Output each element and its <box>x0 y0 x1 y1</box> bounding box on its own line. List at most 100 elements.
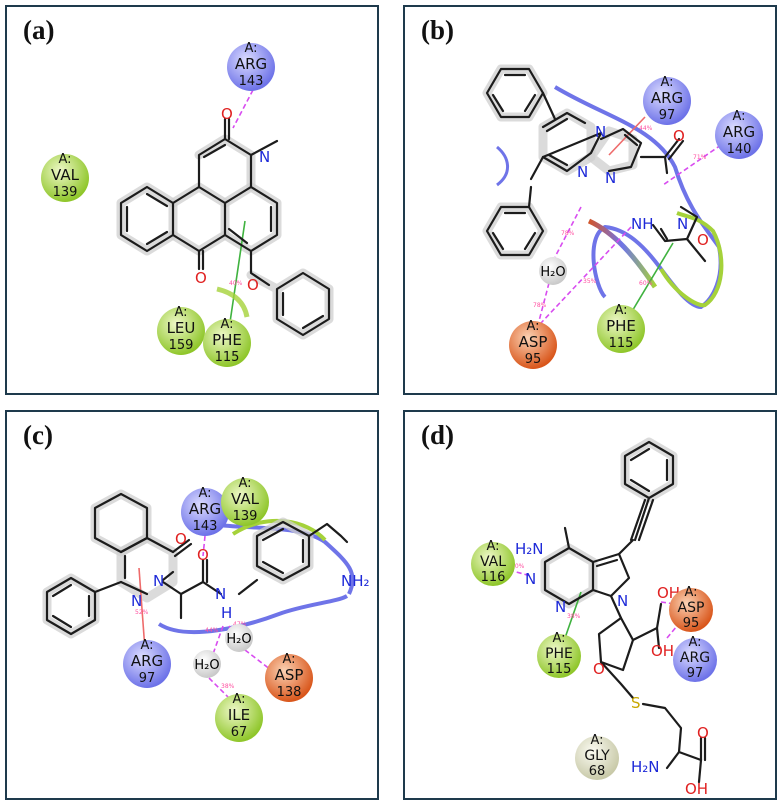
water-c1: H₂O <box>193 650 221 678</box>
molecule-c <box>45 492 349 636</box>
panel-label-b: (b) <box>421 15 454 45</box>
pocket-contour-low-c <box>157 594 349 635</box>
atom-oh-acid: OH <box>685 780 708 798</box>
residue-arg140: A: ARG 140 <box>715 109 763 159</box>
pct-label: 44% <box>639 125 653 132</box>
atom-oh: OH <box>651 642 674 660</box>
pct-label: 38% <box>221 683 235 690</box>
svg-text:A:: A: <box>486 539 499 554</box>
diagram-d: 30% 38% H₂N N <box>471 437 717 798</box>
svg-text:140: 140 <box>727 142 752 157</box>
pct-label-phe: 40% <box>229 280 243 287</box>
molecule-b <box>485 67 707 263</box>
atom-n: N <box>617 592 628 610</box>
svg-text:A:: A: <box>238 476 251 491</box>
residue-asp95: A: ASP 95 <box>509 319 557 369</box>
hbond-asp138 <box>244 649 272 671</box>
svg-text:PHE: PHE <box>212 331 242 349</box>
hbond-water-top <box>554 206 582 258</box>
svg-text:ARG: ARG <box>131 652 163 670</box>
svg-text:ARG: ARG <box>680 650 710 666</box>
atom-n: N <box>153 572 164 590</box>
panel-label-c: (c) <box>23 420 53 450</box>
svg-text:VAL: VAL <box>51 166 80 184</box>
atom-n: N <box>555 598 566 616</box>
svg-text:H₂O: H₂O <box>194 658 219 673</box>
pct-label: 60% <box>639 280 653 287</box>
atom-h: H <box>221 604 232 622</box>
svg-text:67: 67 <box>231 725 248 740</box>
panel-d: (d) 30% 38% <box>403 410 777 800</box>
pocket-contour-left-b <box>495 145 509 187</box>
svg-text:A:: A: <box>220 317 233 332</box>
svg-text:A:: A: <box>688 635 701 650</box>
svg-text:ASP: ASP <box>275 666 304 684</box>
residue-leu159: A: LEU 159 <box>157 305 205 355</box>
svg-text:PHE: PHE <box>606 317 636 335</box>
svg-text:97: 97 <box>659 108 676 123</box>
svg-text:ASP: ASP <box>678 600 705 616</box>
residue-arg143: A: ARG 143 <box>227 41 275 91</box>
svg-text:97: 97 <box>139 671 156 686</box>
atom-n: N <box>605 169 616 187</box>
atom-s: S <box>631 694 641 712</box>
svg-text:115: 115 <box>215 350 240 365</box>
svg-text:A:: A: <box>732 109 745 124</box>
residue-val116: A: VAL 116 <box>471 539 515 586</box>
svg-text:H₂O: H₂O <box>226 632 251 647</box>
svg-text:A:: A: <box>244 41 257 56</box>
svg-text:ARG: ARG <box>723 123 755 141</box>
hbond-arg140 <box>662 144 722 186</box>
panel-b: (b) 44% 71% 78% 78% 35% 60% <box>403 5 777 395</box>
atom-n: N <box>259 148 270 166</box>
svg-text:A:: A: <box>140 638 153 653</box>
svg-text:A:: A: <box>590 733 603 748</box>
panel-label-d: (d) <box>421 420 454 450</box>
panel-label-a: (a) <box>23 15 55 45</box>
atom-n: N <box>677 215 688 233</box>
molecule-halo-c <box>42 489 314 639</box>
svg-text:A:: A: <box>198 486 211 501</box>
molecule-halo-a <box>116 134 334 340</box>
svg-text:143: 143 <box>193 519 218 534</box>
svg-text:95: 95 <box>683 616 700 631</box>
residue-phe115: A: PHE 115 <box>597 303 645 353</box>
hbond-water1 <box>212 625 224 655</box>
panel-a: (a) 40% 40% <box>5 5 379 395</box>
hbond-arg143 <box>202 535 206 557</box>
atom-o: O <box>195 269 207 287</box>
exposure-arc-a <box>216 286 250 318</box>
svg-text:A:: A: <box>614 303 627 318</box>
atom-o: O <box>697 231 709 249</box>
svg-text:A:: A: <box>684 585 697 600</box>
residue-arg97: A: ARG 97 <box>123 638 171 688</box>
pct-label: 52% <box>135 609 149 616</box>
atom-nh2: NH₂ <box>341 572 370 590</box>
residue-arg143: A: ARG 143 <box>181 486 229 536</box>
residue-val139: A: VAL 139 <box>221 476 269 526</box>
svg-text:ILE: ILE <box>228 706 250 724</box>
pocket-ribbon-b <box>587 218 658 289</box>
molecule-halo-d <box>540 437 678 609</box>
svg-text:ARG: ARG <box>651 89 683 107</box>
svg-text:A:: A: <box>660 75 673 90</box>
atom-nh: NH <box>631 215 654 233</box>
residue-arg97: A: ARG 97 <box>643 75 691 125</box>
pication-arg97 <box>138 567 146 651</box>
water-c2: H₂O <box>225 624 253 652</box>
residue-ile67: A: ILE 67 <box>215 692 263 742</box>
water-b: H₂O <box>539 257 567 285</box>
diagram-c: 52% 44% 47% 38% O N N O <box>42 476 370 742</box>
pct-label: 78% <box>533 302 547 309</box>
pct-label: 71% <box>693 154 707 161</box>
svg-text:A:: A: <box>174 305 187 320</box>
hbond-asp95b <box>666 625 678 639</box>
pct-label: 30% <box>511 563 525 570</box>
atom-o: O <box>175 530 187 548</box>
diagram-b: 44% 71% 78% 78% 35% 60% <box>482 64 763 369</box>
atom-o: O <box>247 276 259 294</box>
svg-text:159: 159 <box>169 338 194 353</box>
atom-o: O <box>593 660 605 678</box>
svg-text:VAL: VAL <box>480 554 506 570</box>
pct-label: 78% <box>561 230 575 237</box>
